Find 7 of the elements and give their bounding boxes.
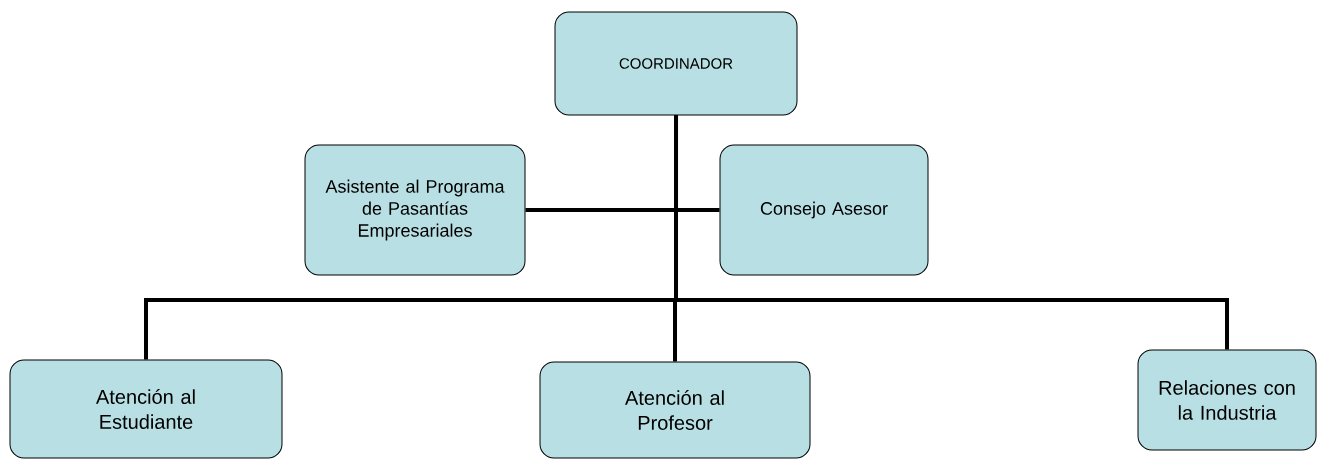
org-box: COORDINADOR [554,11,798,116]
connector-line [674,115,1229,350]
org-box: Relaciones con la Industria [1137,349,1317,451]
org-box: Atención al Profesor [539,361,811,459]
org-box: Consejo Asesor [719,144,929,276]
org-box: Atención al Estudiante [9,359,283,459]
org-box: Asistente al Programa de Pasantías Empresariales [304,144,526,276]
